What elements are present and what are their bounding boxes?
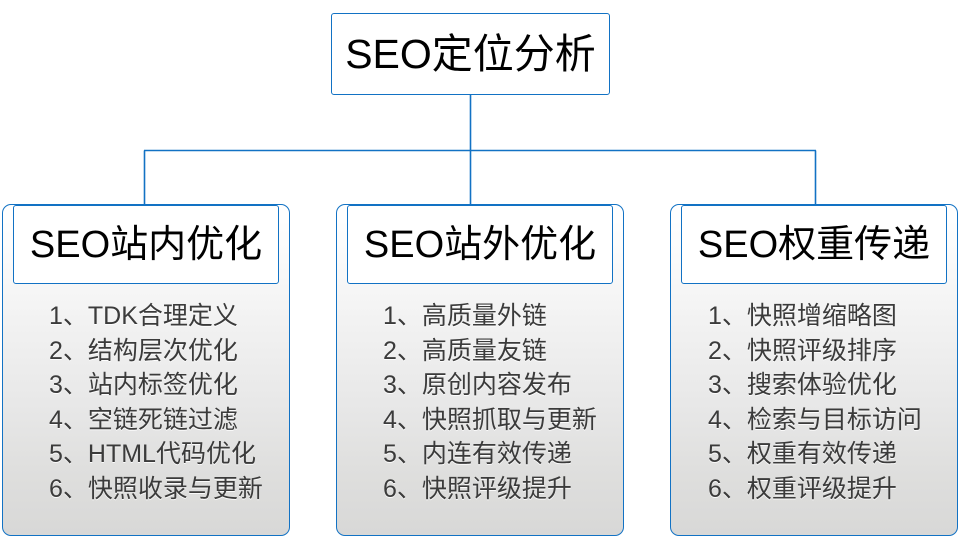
- list-item: 6、快照评级提升: [383, 474, 572, 503]
- list-item: 4、空链死链过滤: [49, 405, 238, 434]
- list-item: 6、快照收录与更新: [49, 474, 263, 503]
- list-item: 4、检索与目标访问: [708, 405, 922, 434]
- branch-header-3: SEO权重传递: [681, 205, 947, 284]
- list-item: 3、原创内容发布: [383, 371, 572, 399]
- list-item: 1、高质量外链: [383, 302, 547, 330]
- list-item: 1、TDK合理定义: [49, 302, 238, 330]
- list-item: 4、快照抓取与更新: [383, 405, 597, 434]
- root-node-title: SEO定位分析: [345, 30, 596, 77]
- list-item: 3、搜索体验优化: [708, 371, 897, 399]
- list-item: 3、站内标签优化: [49, 371, 238, 399]
- list-item: 5、权重有效传递: [708, 440, 897, 468]
- branch-node-3: SEO权重传递 1、快照增缩略图 2、快照评级排序 3、搜索体验优化 4、检索与…: [670, 204, 958, 536]
- branch-header-1: SEO站内优化: [13, 205, 279, 284]
- list-item: 5、HTML代码优化: [49, 440, 256, 468]
- list-item: 2、高质量友链: [383, 336, 547, 365]
- list-item: 1、快照增缩略图: [708, 302, 897, 330]
- list-item: 6、权重评级提升: [708, 474, 897, 503]
- root-node: SEO定位分析: [331, 13, 610, 95]
- branch-header-label-1: SEO站内优化: [29, 223, 263, 266]
- branch-header-2: SEO站外优化: [347, 205, 613, 284]
- branch-item-list-2: 1、高质量外链 2、高质量友链 3、原创内容发布 4、快照抓取与更新 5、内连有…: [336, 290, 624, 506]
- branch-node-2: SEO站外优化 1、高质量外链 2、高质量友链 3、原创内容发布 4、快照抓取与…: [336, 204, 624, 536]
- branch-header-label-3: SEO权重传递: [697, 223, 931, 266]
- list-item: 2、快照评级排序: [708, 336, 897, 365]
- branch-node-1: SEO站内优化 1、TDK合理定义 2、结构层次优化 3、站内标签优化 4、空链…: [2, 204, 290, 536]
- branch-header-label-2: SEO站外优化: [363, 223, 597, 266]
- branch-item-list-1: 1、TDK合理定义 2、结构层次优化 3、站内标签优化 4、空链死链过滤 5、H…: [2, 290, 290, 506]
- list-item: 5、内连有效传递: [383, 440, 572, 468]
- branch-item-list-3: 1、快照增缩略图 2、快照评级排序 3、搜索体验优化 4、检索与目标访问 5、权…: [670, 290, 958, 506]
- list-item: 2、结构层次优化: [49, 336, 238, 365]
